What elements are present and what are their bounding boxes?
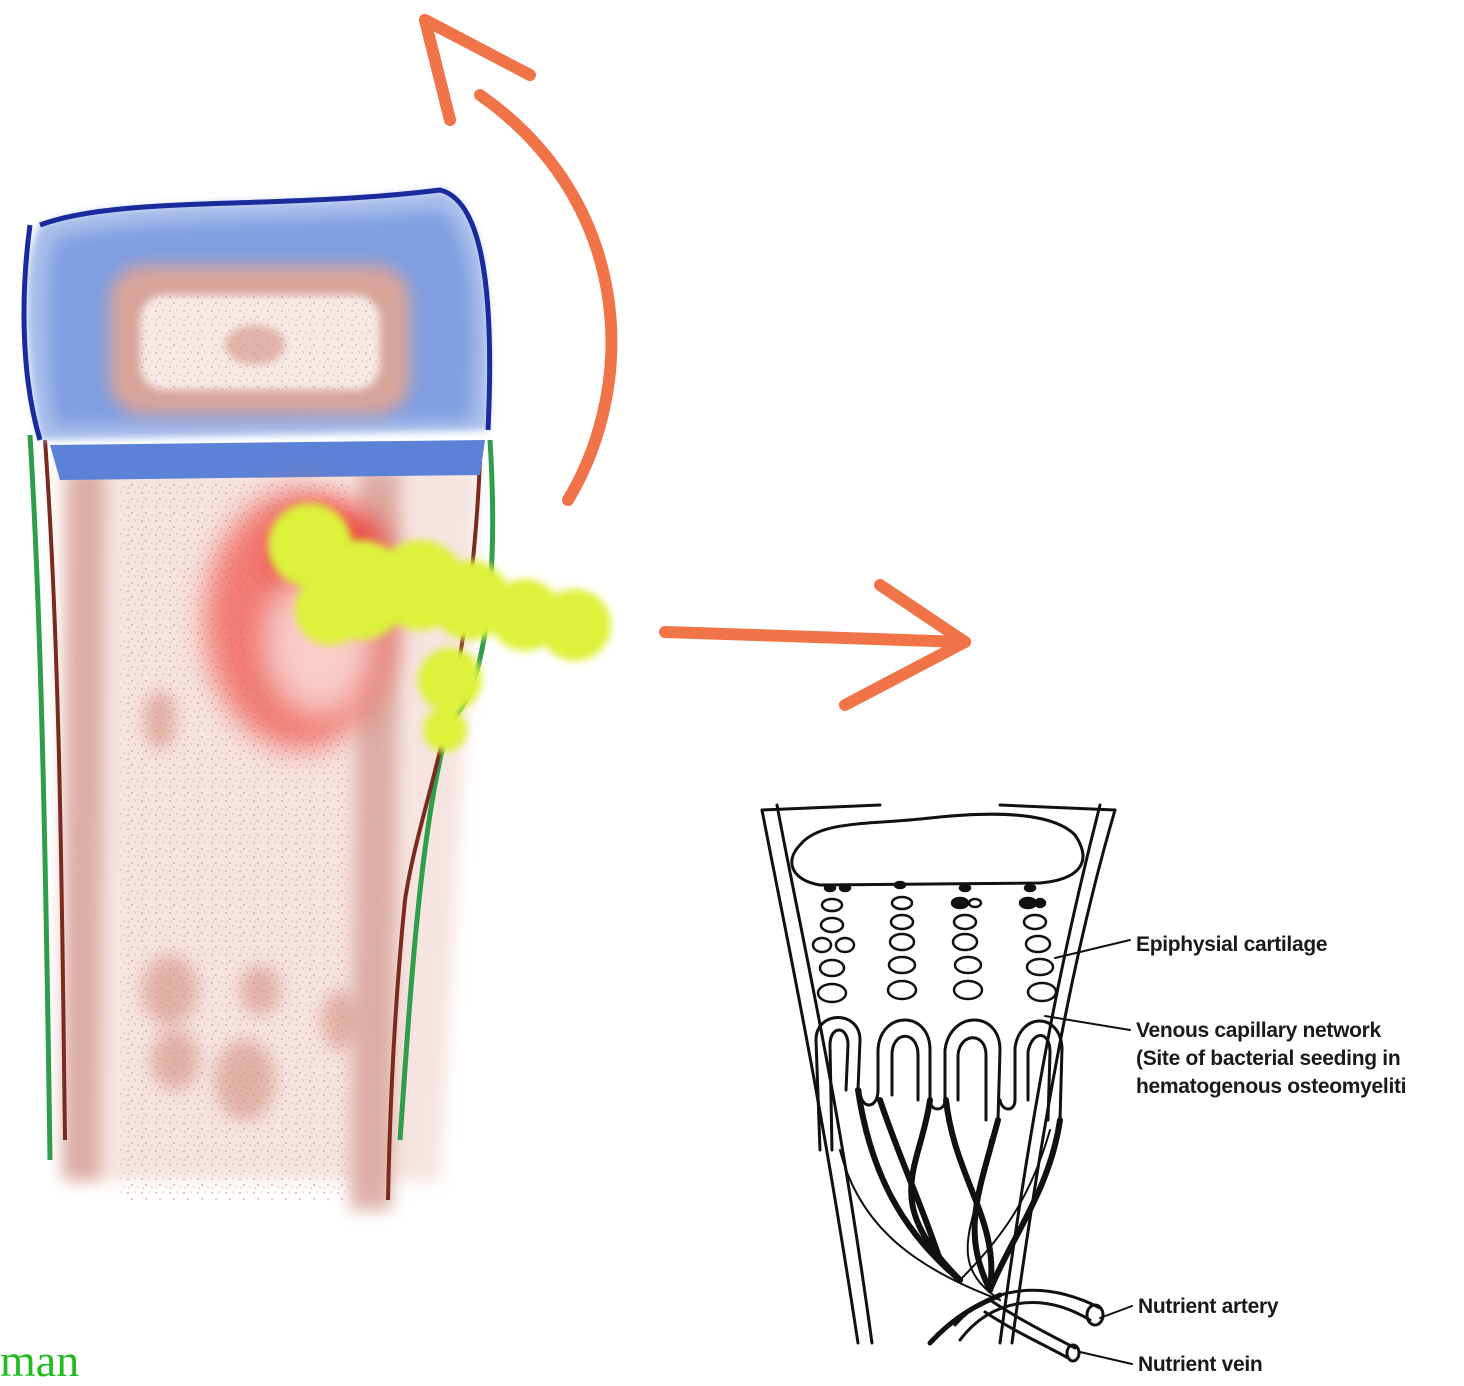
growth-plate-band — [50, 440, 485, 480]
venous-capillary-loops — [816, 1018, 1062, 1151]
venous-drainage-tree — [858, 1090, 1060, 1290]
label-venous-line-1: Venous capillary network — [1136, 1018, 1381, 1044]
ossification-center — [792, 814, 1083, 885]
bone-sketch — [24, 20, 965, 1210]
leader-artery — [1100, 1306, 1132, 1318]
watermark-text: man — [0, 1336, 79, 1386]
leader-lines — [1045, 940, 1132, 1364]
label-venous-line-2: (Site of bacterial seeding in — [1136, 1046, 1400, 1072]
orange-arrow-right — [665, 585, 965, 705]
leader-vein — [1080, 1352, 1132, 1364]
metaphysis-line-drawing — [762, 805, 1132, 1364]
epiphysis-cap — [24, 190, 490, 480]
label-epiphysial-cartilage: Epiphysial cartilage — [1136, 932, 1327, 958]
cartilage-cell-columns — [813, 882, 1056, 1002]
label-venous-line-3: hematogenous osteomyeliti — [1136, 1074, 1446, 1100]
label-nutrient-artery: Nutrient artery — [1138, 1294, 1278, 1320]
leader-venous — [1045, 1016, 1130, 1030]
periosteum-left-line — [30, 435, 50, 1160]
label-nutrient-vein: Nutrient vein — [1138, 1352, 1262, 1378]
